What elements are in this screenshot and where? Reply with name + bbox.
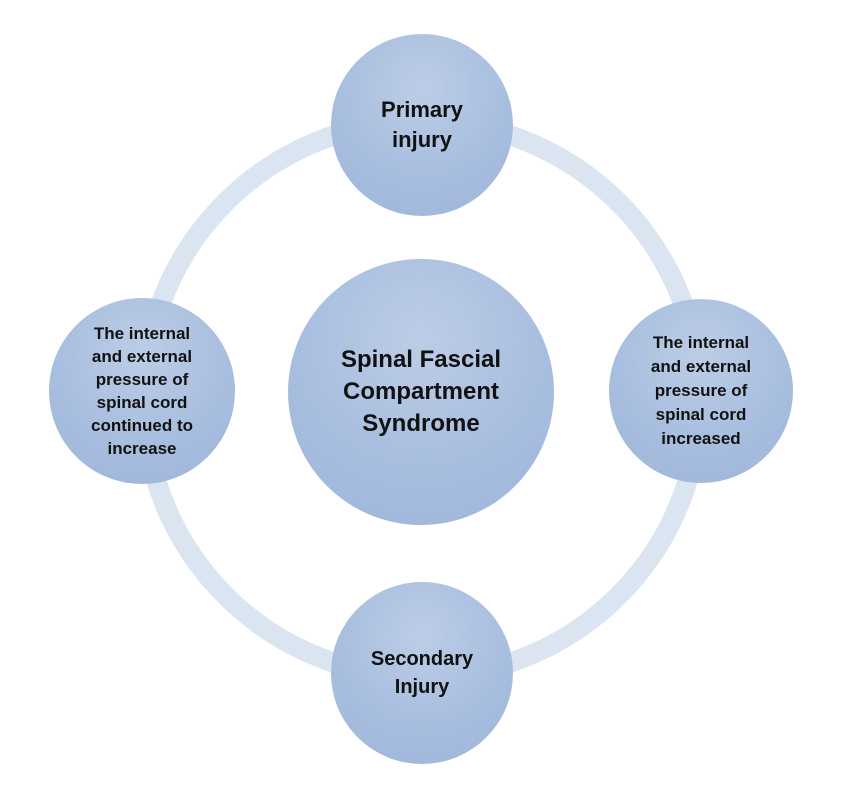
node-label: The internal and external pressure of sp… [650,333,752,448]
node-primary-injury: Primary injury [331,34,513,216]
node-pressure-continued-to-increase: The internal and external pressure of sp… [49,298,235,484]
node-label: Secondary Injury [370,648,474,698]
node-label: The internal and external pressure of sp… [91,324,193,458]
center-label: Spinal Fascial Compartment Syndrome [340,346,502,437]
node-spinal-fascial-compartment-syndrome: Spinal Fascial Compartment Syndrome [288,259,554,525]
node-label: Primary injury [381,97,463,152]
node-secondary-injury: Secondary Injury [331,582,513,764]
node-pressure-increased: The internal and external pressure of sp… [609,299,793,483]
